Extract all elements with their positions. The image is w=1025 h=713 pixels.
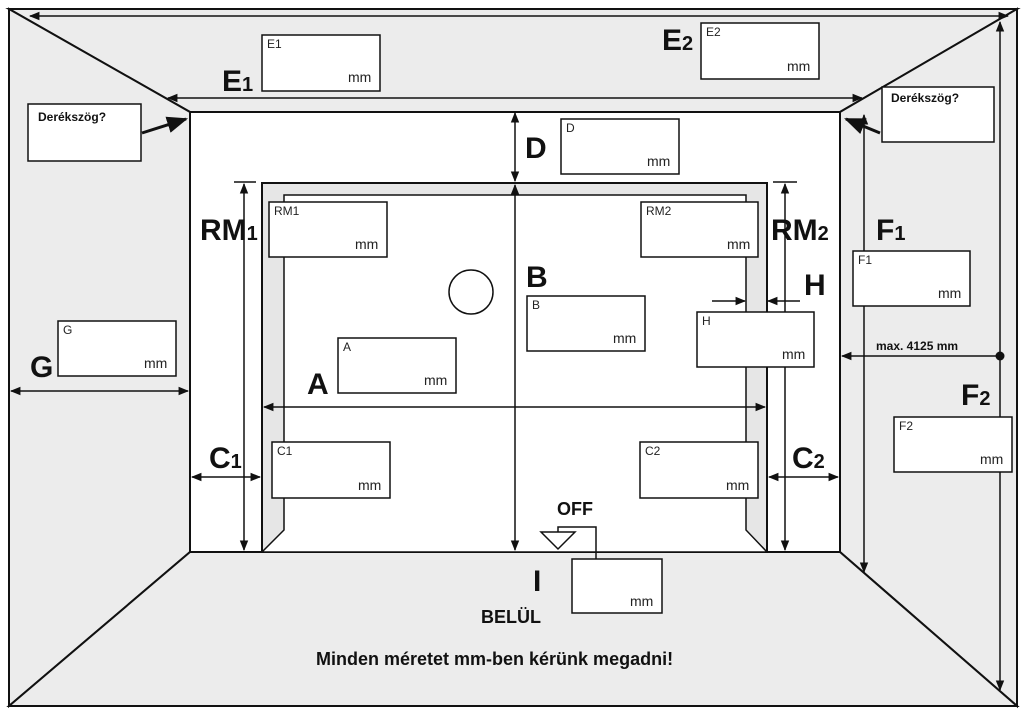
svg-text:C1: C1 (277, 444, 293, 458)
label-c1-text: C1 (209, 442, 242, 475)
svg-text:mm: mm (787, 58, 810, 74)
max-text: max. 4125 mm (876, 339, 958, 353)
label-b-text: B (526, 261, 548, 294)
right-angle-left-box (27, 103, 142, 162)
measure-box-c2[interactable]: C2 mm (639, 441, 759, 499)
svg-text:mm: mm (782, 346, 805, 362)
svg-text:H: H (702, 314, 711, 328)
measure-box-g[interactable]: G mm (57, 320, 177, 377)
measure-box-e1[interactable]: E1 mm (261, 34, 381, 92)
svg-text:mm: mm (424, 372, 447, 388)
svg-text:mm: mm (144, 355, 167, 371)
measure-box-b[interactable]: B mm (526, 295, 646, 352)
measure-box-c1[interactable]: C1 mm (271, 441, 391, 499)
label-h-text: H (804, 269, 826, 302)
svg-text:mm: mm (358, 477, 381, 493)
off-text: OFF (557, 499, 593, 519)
svg-text:D: D (566, 121, 575, 135)
measure-box-i[interactable]: mm (571, 558, 663, 614)
measure-box-f1[interactable]: F1 mm (852, 250, 971, 307)
right-angle-right-pointer (844, 117, 881, 135)
measure-box-d[interactable]: D mm (560, 118, 680, 175)
svg-text:mm: mm (355, 236, 378, 252)
svg-text:RM2: RM2 (646, 204, 672, 218)
measure-box-e2[interactable]: E2 mm (700, 22, 820, 80)
right-angle-left-text: Derékszög? (38, 110, 106, 124)
measure-box-f2[interactable]: F2 mm (893, 416, 1013, 473)
svg-text:F1: F1 (858, 253, 872, 267)
right-angle-right-text: Derékszög? (891, 91, 959, 105)
measure-box-a[interactable]: A mm (337, 337, 457, 394)
svg-text:mm: mm (630, 593, 653, 609)
label-e2-text: E2 (662, 24, 693, 57)
svg-text:G: G (63, 323, 72, 337)
svg-text:RM1: RM1 (274, 204, 300, 218)
label-rm1-text: RM1 (200, 214, 258, 247)
label-c2-text: C2 (792, 442, 825, 475)
svg-text:mm: mm (980, 451, 1003, 467)
label-rm2-text: RM2 (771, 214, 829, 247)
measure-box-h[interactable]: H mm (696, 311, 815, 368)
label-d-text: D (525, 132, 547, 165)
svg-text:A: A (343, 340, 351, 354)
label-e1-text: E1 (222, 65, 253, 98)
right-angle-left-pointer (141, 116, 189, 135)
label-i-text: I (533, 565, 541, 598)
svg-text:B: B (532, 298, 540, 312)
svg-text:mm: mm (938, 285, 961, 301)
measure-box-rm2[interactable]: RM2 mm (640, 201, 759, 258)
svg-text:E2: E2 (706, 25, 721, 39)
svg-text:mm: mm (647, 153, 670, 169)
off-connector (557, 526, 597, 560)
max-dot (995, 351, 1005, 361)
measure-box-rm1[interactable]: RM1 mm (268, 201, 388, 258)
svg-text:mm: mm (727, 236, 750, 252)
label-g-text: G (30, 351, 53, 384)
svg-text:E1: E1 (267, 37, 282, 51)
footer-text: Minden méretet mm-ben kérünk megadni! (316, 649, 673, 669)
door-round-window (448, 269, 494, 315)
svg-text:F2: F2 (899, 419, 913, 433)
svg-text:mm: mm (613, 330, 636, 346)
label-f1-text: F1 (876, 214, 905, 247)
label-f2-text: F2 (961, 379, 990, 412)
svg-text:C2: C2 (645, 444, 661, 458)
inside-text: BELÜL (481, 607, 541, 627)
svg-text:mm: mm (348, 69, 371, 85)
right-angle-right-box (881, 86, 995, 143)
svg-text:mm: mm (726, 477, 749, 493)
label-a-text: A (307, 368, 329, 401)
